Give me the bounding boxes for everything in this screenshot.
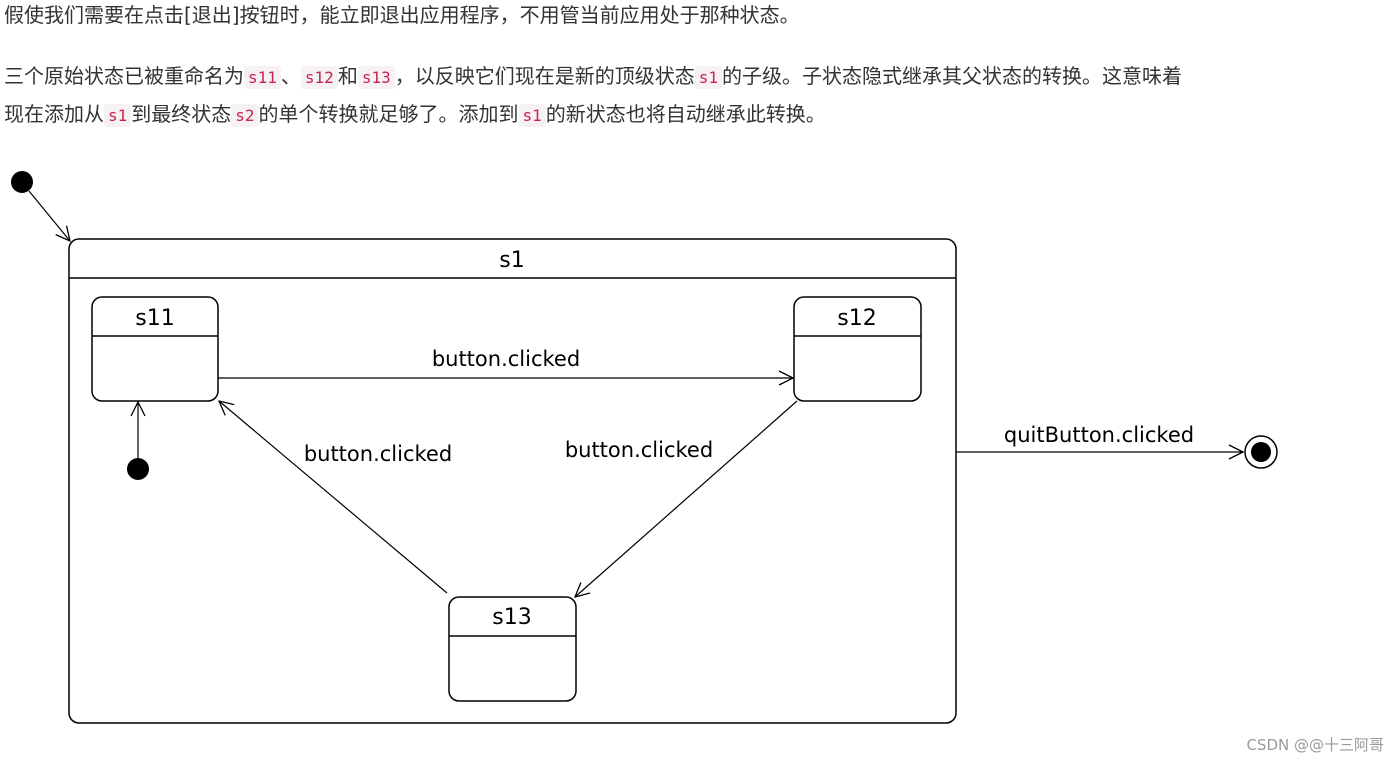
state-s12-box (793, 296, 922, 402)
transition-s13-to-s11-arrow (219, 401, 448, 594)
inner-initial-state-dot (127, 458, 149, 480)
state-s11-box (91, 296, 219, 402)
state-s1-label: s1 (499, 248, 524, 273)
text-segment: 的新状态也将自动继承此转换。 (545, 102, 826, 126)
state-s11: s11 (91, 296, 219, 402)
inline-code-s1: s1 (518, 104, 546, 127)
inline-code-s1: s1 (694, 66, 722, 89)
transition-s12-to-s13-label: button.clicked (565, 438, 713, 462)
intro-line-1: 假使我们需要在点击[退出]按钮时，能立即退出应用程序，不用管当前应用处于那种状态… (4, 3, 800, 27)
state-s12-label: s12 (837, 306, 876, 331)
inline-code-s13: s13 (357, 66, 395, 89)
transition-quit-label: quitButton.clicked (1004, 423, 1194, 447)
final-state-dot (1251, 442, 1271, 462)
text-segment: 到最终状态 (131, 102, 232, 126)
text-segment: 的单个转换就足够了。添加到 (258, 102, 519, 126)
inline-code-s2: s2 (231, 104, 259, 127)
state-s13-label: s13 (492, 605, 531, 630)
inline-code-s11: s11 (244, 66, 281, 89)
state-s11-label: s11 (135, 306, 174, 331)
text-segment: ，以反映它们现在是新的顶级状态 (394, 64, 695, 88)
transition-s12-to-s13-arrow (575, 400, 798, 597)
state-s1: s1 (68, 238, 957, 724)
state-s13: s13 (448, 596, 577, 702)
text-segment: 三个原始状态已被重命名为 (4, 64, 244, 88)
text-segment: 、 (280, 64, 301, 88)
transition-s13-to-s11-label: button.clicked (304, 442, 452, 466)
transition-s11-to-s12-label: button.clicked (432, 347, 580, 371)
state-s1-box (68, 238, 957, 724)
inline-code-s12: s12 (300, 66, 338, 89)
state-s12: s12 (793, 296, 922, 402)
text-segment: 现在添加从 (4, 102, 104, 126)
text-segment: 和 (337, 64, 358, 88)
initial-state-dot (11, 171, 33, 193)
initial-transition-arrow (28, 190, 70, 241)
csdn-watermark: CSDN @@十三阿哥 (1246, 736, 1384, 754)
text-segment: 的子级。子状态隐式继承其父状态的转换。这意味着 (721, 64, 1182, 88)
final-state (1244, 435, 1278, 469)
state-s13-box (448, 596, 577, 702)
inline-code-s1: s1 (104, 104, 132, 127)
